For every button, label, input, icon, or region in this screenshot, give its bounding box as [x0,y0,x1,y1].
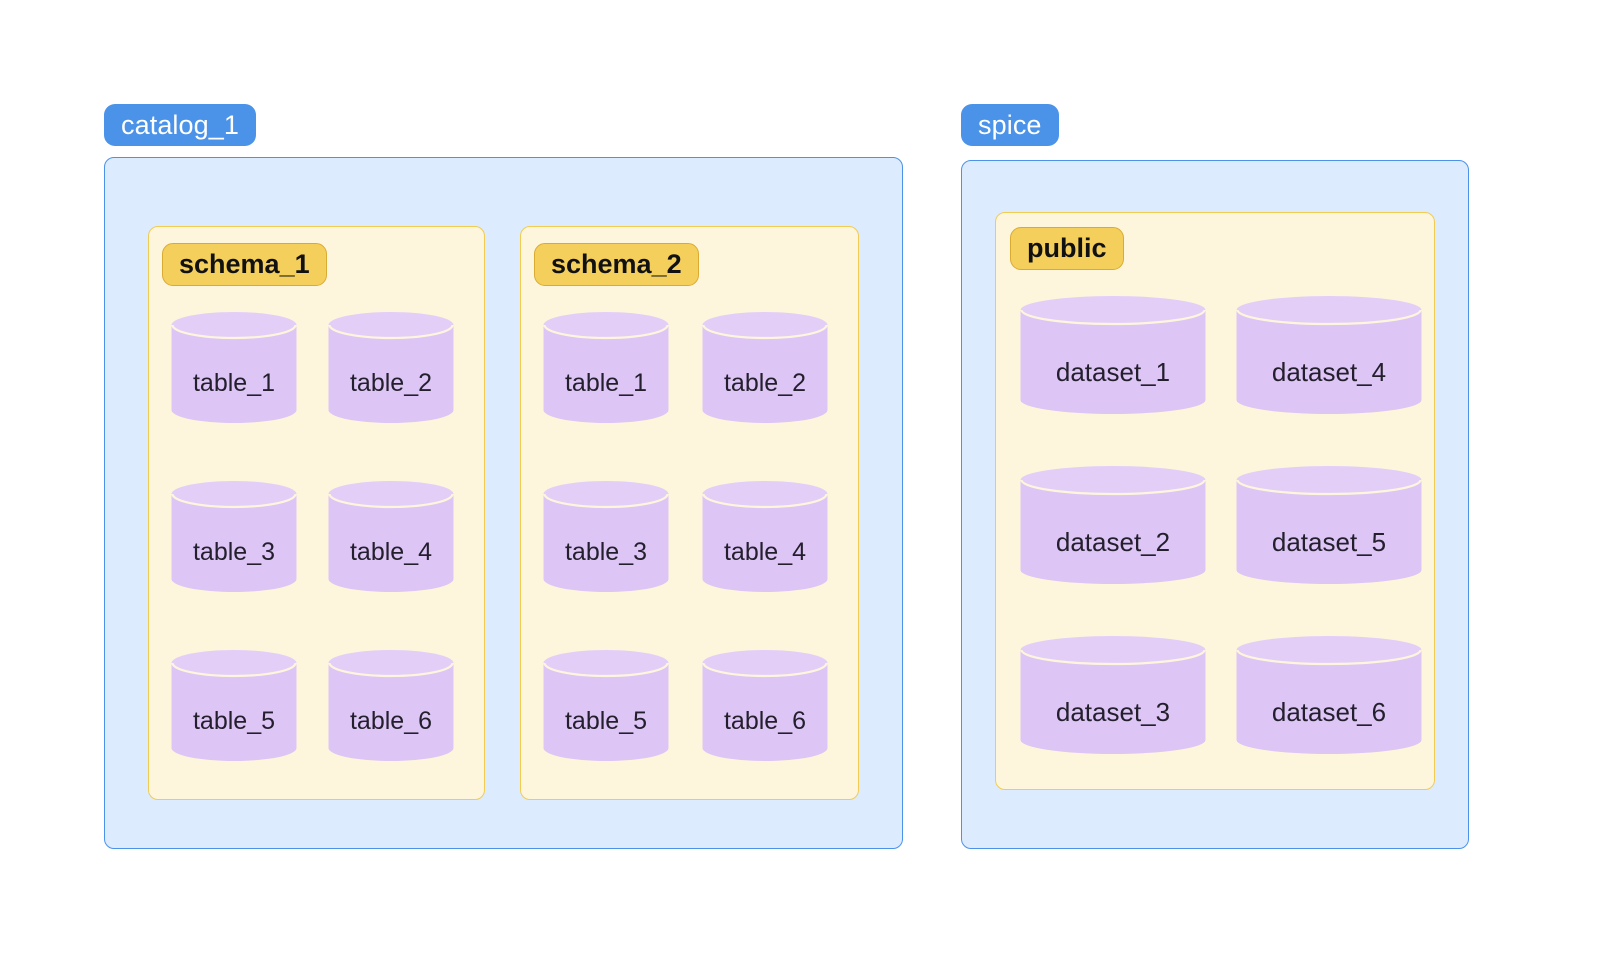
group-badge-spice[interactable]: spice [961,104,1059,146]
table-cylinder[interactable]: table_3 [543,480,669,593]
table-cylinder[interactable]: table_6 [702,649,828,762]
cylinder-icon [1236,465,1422,585]
table-cylinder[interactable]: table_5 [543,649,669,762]
cylinder-icon [1020,465,1206,585]
cylinder-icon [543,649,669,762]
dataset-cylinder[interactable]: dataset_3 [1020,635,1206,755]
cylinder-icon [702,311,828,424]
schema-badge-public[interactable]: public [1010,227,1124,270]
group-badge-catalog-1[interactable]: catalog_1 [104,104,256,146]
cylinder-icon [1020,635,1206,755]
dataset-cylinder[interactable]: dataset_5 [1236,465,1422,585]
table-cylinder[interactable]: table_4 [328,480,454,593]
cylinder-icon [328,649,454,762]
dataset-cylinder[interactable]: dataset_6 [1236,635,1422,755]
cylinder-icon [171,480,297,593]
cylinder-icon [328,480,454,593]
cylinder-icon [328,311,454,424]
dataset-cylinder[interactable]: dataset_2 [1020,465,1206,585]
cylinder-icon [702,649,828,762]
table-cylinder[interactable]: table_1 [543,311,669,424]
cylinder-icon [1236,295,1422,415]
table-cylinder[interactable]: table_3 [171,480,297,593]
dataset-cylinder[interactable]: dataset_4 [1236,295,1422,415]
schema-badge-schema-1[interactable]: schema_1 [162,243,327,286]
cylinder-icon [702,480,828,593]
cylinder-icon [543,311,669,424]
table-cylinder[interactable]: table_1 [171,311,297,424]
table-cylinder[interactable]: table_2 [328,311,454,424]
dataset-cylinder[interactable]: dataset_1 [1020,295,1206,415]
table-cylinder[interactable]: table_4 [702,480,828,593]
cylinder-icon [171,311,297,424]
cylinder-icon [171,649,297,762]
table-cylinder[interactable]: table_5 [171,649,297,762]
table-cylinder[interactable]: table_2 [702,311,828,424]
cylinder-icon [543,480,669,593]
schema-badge-schema-2[interactable]: schema_2 [534,243,699,286]
table-cylinder[interactable]: table_6 [328,649,454,762]
cylinder-icon [1236,635,1422,755]
cylinder-icon [1020,295,1206,415]
